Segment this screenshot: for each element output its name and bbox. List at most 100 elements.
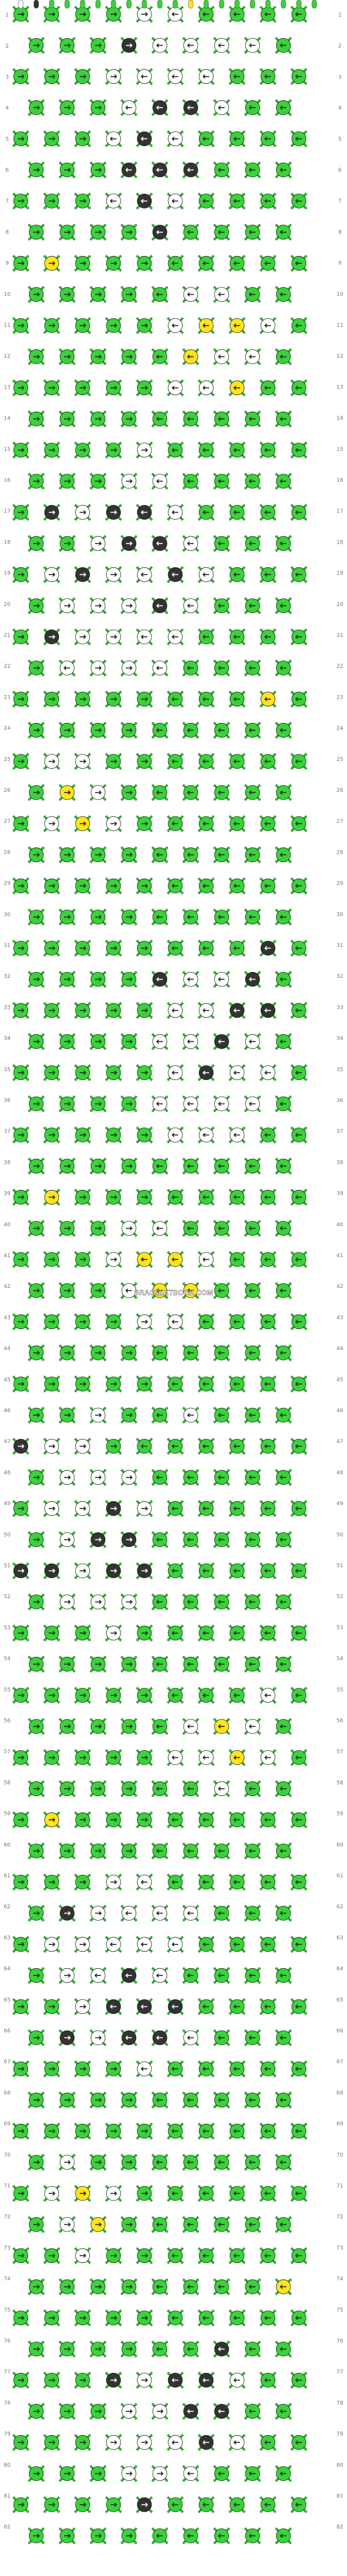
knot — [75, 567, 90, 582]
knot — [106, 816, 121, 831]
string-end — [111, 0, 116, 9]
knot — [214, 2528, 229, 2543]
row-number-right: 4 — [338, 106, 342, 112]
knot — [214, 100, 229, 115]
knot — [75, 193, 90, 209]
knot — [137, 567, 152, 582]
knot — [245, 2092, 260, 2108]
knot — [229, 754, 245, 769]
knot — [214, 2155, 229, 2170]
knot — [198, 816, 214, 831]
row-number-right: 45 — [336, 1377, 343, 1383]
knot — [44, 380, 59, 396]
knot — [291, 255, 307, 271]
knot — [106, 255, 121, 271]
knot — [245, 100, 260, 115]
knot — [121, 38, 137, 53]
knot — [183, 2528, 198, 2543]
row-number-right: 56 — [336, 1718, 343, 1724]
knot — [44, 2435, 59, 2450]
knot — [29, 1096, 44, 1112]
knot — [106, 1128, 121, 1142]
knot — [90, 1470, 106, 1485]
knot — [245, 1843, 260, 1859]
knot — [59, 1594, 75, 1609]
knot — [137, 1252, 152, 1267]
knot — [121, 2404, 137, 2419]
knot — [13, 1999, 29, 2015]
row-number-right: 27 — [336, 819, 343, 825]
knot — [106, 69, 121, 84]
row-number-right: 73 — [336, 2245, 343, 2251]
knot — [276, 38, 291, 53]
knot — [291, 7, 307, 22]
row-number-right: 52 — [336, 1594, 343, 1600]
knot — [90, 1158, 106, 1174]
knot — [106, 1874, 121, 1890]
knot — [59, 1096, 75, 1112]
knot — [245, 2030, 260, 2045]
knot — [198, 1688, 214, 1703]
knot — [214, 1345, 229, 1360]
knot — [44, 2061, 59, 2076]
knot — [168, 505, 183, 520]
knot — [13, 2497, 29, 2512]
knot — [245, 411, 260, 427]
knot — [168, 1314, 183, 1330]
row-number-left: 19 — [4, 571, 11, 577]
knot — [29, 1532, 44, 1548]
knot — [29, 2030, 44, 2045]
knot — [291, 629, 307, 645]
knot — [183, 411, 198, 427]
row-number-left: 27 — [4, 819, 10, 825]
knot — [59, 473, 75, 489]
row-number-right: 13 — [336, 384, 343, 390]
knot — [75, 1189, 90, 1205]
row-number-right: 51 — [336, 1563, 343, 1569]
row-number-left: 57 — [4, 1749, 10, 1755]
knot — [198, 2435, 214, 2450]
knot — [245, 2466, 260, 2482]
knot — [168, 1501, 183, 1516]
knot — [152, 722, 168, 738]
knot — [245, 162, 260, 178]
string-end — [126, 0, 132, 9]
knot — [44, 2497, 59, 2512]
row-number-left: 68 — [4, 2090, 11, 2096]
knot — [29, 1158, 44, 1174]
knot — [229, 692, 245, 707]
knot — [13, 1501, 29, 1516]
knot — [214, 287, 229, 302]
row-number-left: 36 — [4, 1098, 11, 1104]
row-number-right: 39 — [336, 1191, 343, 1197]
knot — [168, 443, 183, 457]
knot — [260, 1812, 276, 1827]
knot — [29, 785, 44, 800]
knot — [106, 692, 121, 707]
knot — [214, 2217, 229, 2232]
knot — [137, 1314, 152, 1330]
knot — [276, 1656, 291, 1672]
row-number-left: 3 — [5, 74, 9, 80]
knot — [75, 380, 90, 396]
row-number-left: 60 — [4, 1842, 11, 1848]
knot — [276, 2092, 291, 2108]
knot — [214, 1594, 229, 1609]
knot — [198, 1812, 214, 1827]
knot — [198, 1189, 214, 1205]
row-number-right: 23 — [336, 694, 343, 700]
knot — [276, 2030, 291, 2045]
knot — [214, 225, 229, 240]
knot — [90, 2279, 106, 2294]
knot — [106, 878, 121, 894]
row-number-right: 78 — [336, 2400, 343, 2406]
knot — [121, 1594, 137, 1609]
knot — [44, 193, 59, 209]
knot — [90, 2341, 106, 2357]
knot — [229, 2372, 245, 2388]
knot — [121, 1532, 137, 1548]
knot — [168, 1438, 183, 1454]
knot — [291, 2497, 307, 2512]
knot — [75, 2497, 90, 2512]
knot — [90, 1719, 106, 1734]
